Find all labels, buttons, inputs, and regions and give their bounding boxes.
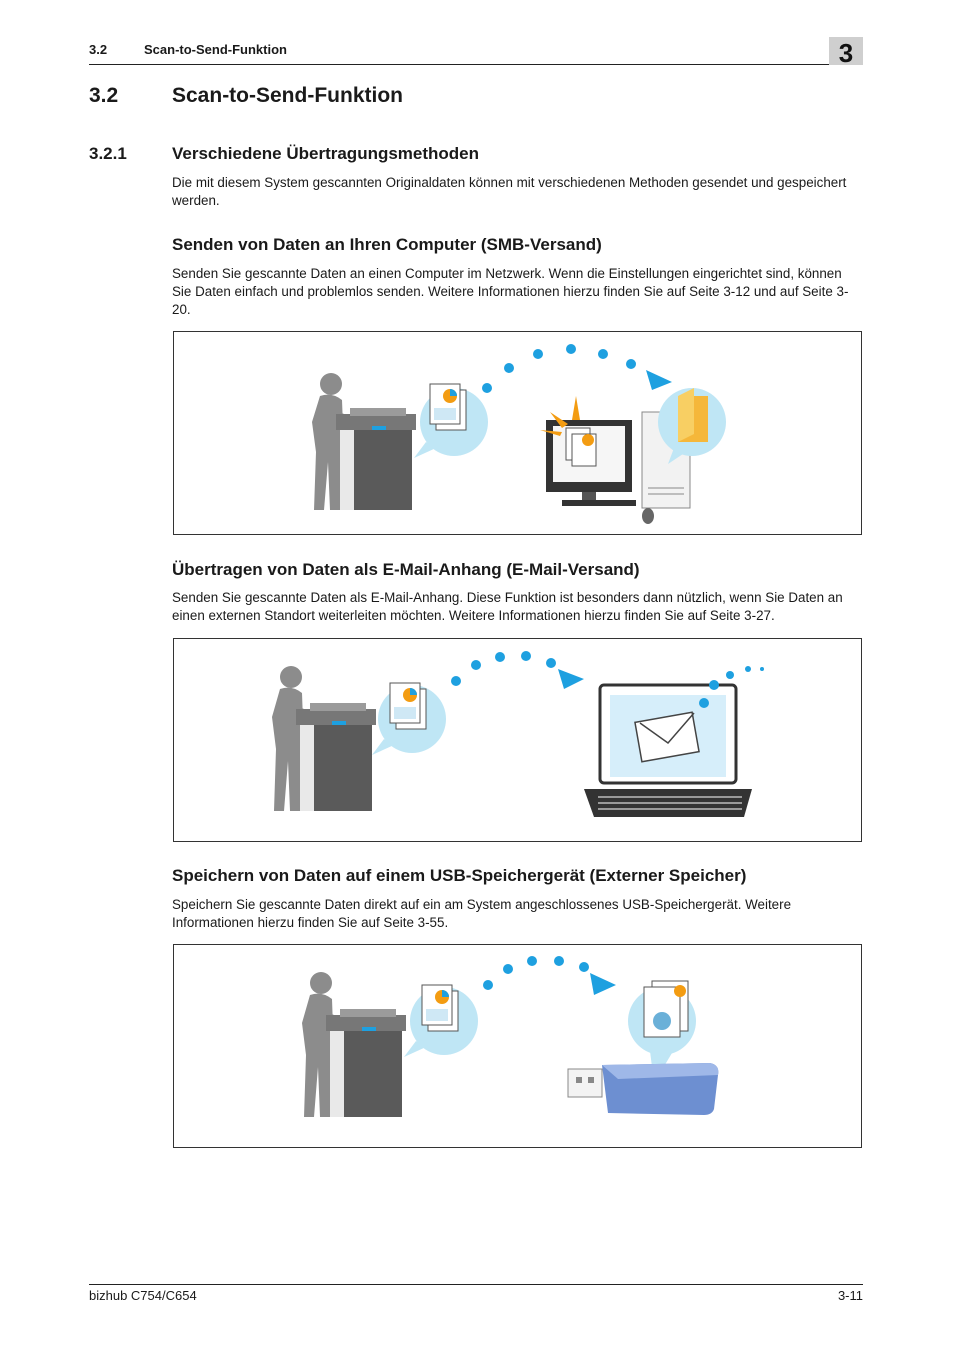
usb-illustration bbox=[173, 944, 862, 1148]
subsection-title: Verschiedene Übertragungsmethoden bbox=[172, 144, 480, 163]
subsection-number: 3.2.1 bbox=[89, 144, 127, 163]
transfer-dots-icon bbox=[482, 344, 672, 393]
mfp-icon bbox=[326, 1009, 406, 1117]
footer-model: bizhub C754/C654 bbox=[89, 1288, 197, 1303]
document-bubble-icon bbox=[372, 682, 446, 755]
transfer-dots-icon bbox=[483, 956, 616, 995]
folder-bubble-icon bbox=[658, 388, 726, 464]
section-title: Scan-to-Send-Funktion bbox=[172, 84, 403, 107]
footer-rule bbox=[89, 1284, 863, 1285]
method-smb-text: Senden Sie gescannte Daten an einen Comp… bbox=[172, 266, 849, 317]
method-usb-title: Speichern von Daten auf einem USB-Speich… bbox=[172, 866, 747, 885]
footer-page-number: 3-11 bbox=[837, 1288, 863, 1303]
method-usb-text: Speichern Sie gescannte Daten direkt auf… bbox=[172, 897, 792, 930]
document-bubble-icon bbox=[414, 383, 488, 458]
method-smb-title: Senden von Daten an Ihren Computer (SMB-… bbox=[172, 235, 602, 254]
mfp-icon bbox=[296, 703, 376, 811]
transfer-dots-icon bbox=[451, 651, 584, 689]
subsection-intro: Die mit diesem System gescannten Origina… bbox=[172, 175, 847, 208]
smb-illustration bbox=[173, 331, 862, 535]
document-bubble-icon bbox=[404, 984, 478, 1057]
header-section-title: Scan-to-Send-Funktion bbox=[144, 42, 287, 57]
envelope-icon bbox=[634, 711, 700, 763]
header-section-number: 3.2 bbox=[89, 42, 108, 57]
header-rule bbox=[89, 64, 863, 65]
method-email-title: Übertragen von Daten als E-Mail-Anhang (… bbox=[172, 560, 640, 579]
method-email-text: Senden Sie gescannte Daten als E-Mail-An… bbox=[172, 590, 843, 623]
chapter-badge: 3 bbox=[829, 37, 863, 68]
mfp-icon bbox=[336, 408, 416, 510]
computer-monitor-icon bbox=[540, 396, 636, 506]
signal-dots-icon bbox=[699, 666, 764, 708]
section-number: 3.2 bbox=[89, 84, 119, 107]
email-illustration bbox=[173, 638, 862, 842]
usb-drive-icon bbox=[567, 1063, 719, 1115]
